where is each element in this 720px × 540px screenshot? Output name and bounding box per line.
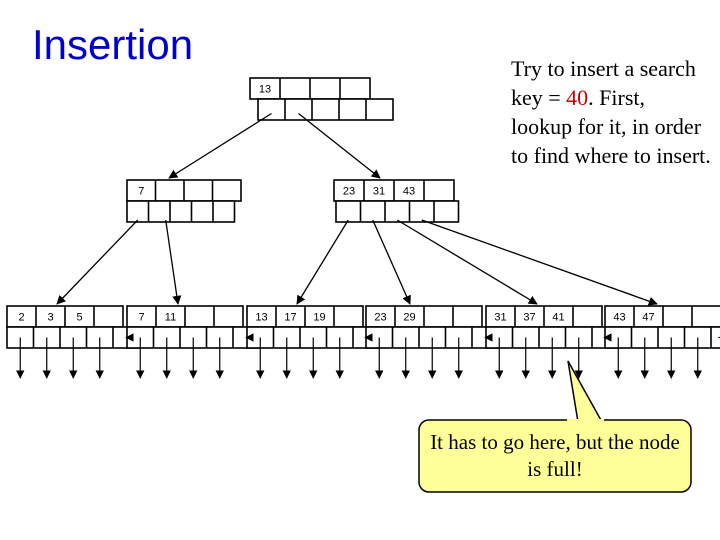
node-key: 3 — [47, 312, 53, 324]
node-key: 29 — [403, 312, 415, 324]
tree-edge — [168, 112, 272, 179]
slide-title: Insertion — [32, 21, 194, 68]
tree-edge — [296, 219, 349, 305]
tree-edge — [56, 219, 139, 305]
leaf-node: 43 47 — [604, 305, 720, 349]
node-key: 43 — [613, 312, 625, 324]
callout-text: It has to go here, but the node is full! — [430, 430, 680, 481]
search-key-value: 40 — [566, 85, 589, 110]
node-key: 43 — [403, 186, 415, 198]
callout-pointer — [567, 360, 604, 423]
root-node: 13 — [249, 77, 394, 121]
node-key: 13 — [255, 312, 267, 324]
tree-edge — [372, 219, 411, 305]
tree-edge — [165, 219, 182, 305]
node-key: 37 — [523, 312, 535, 324]
node-key: 11 — [165, 312, 176, 324]
pointer-row — [335, 200, 460, 223]
instruction-text-part1: Try to insert a search key = — [511, 56, 696, 110]
node-key: 47 — [642, 312, 654, 324]
instruction-text-part2: . First, lookup for it, in order to find… — [511, 85, 711, 168]
pointer-row — [257, 98, 394, 121]
instruction-text: Try to insert a search key = 40. First, … — [511, 54, 711, 170]
pointer-row — [126, 200, 236, 223]
callout-box — [418, 419, 692, 493]
node-key: 7 — [138, 186, 144, 198]
node-key: 2 — [18, 312, 24, 324]
node-key: 17 — [284, 312, 296, 324]
node-key: 5 — [76, 312, 82, 324]
tree-edge — [298, 112, 381, 179]
node-key: 7 — [138, 312, 144, 324]
node-key: 23 — [374, 312, 386, 324]
tree-edge — [396, 219, 538, 305]
leaf-node: 31 37 41 — [485, 305, 620, 349]
node-key: 19 — [313, 312, 325, 324]
pointer-row — [604, 326, 720, 349]
node-key: 41 — [552, 312, 564, 324]
node-key: 31 — [494, 312, 506, 324]
node-key: 31 — [373, 186, 385, 198]
node-key: 23 — [343, 186, 355, 198]
tree-edge — [421, 219, 658, 306]
node-key: 13 — [259, 84, 271, 96]
internal-node: 23 31 43 — [333, 179, 460, 223]
internal-node: 7 — [126, 179, 242, 223]
